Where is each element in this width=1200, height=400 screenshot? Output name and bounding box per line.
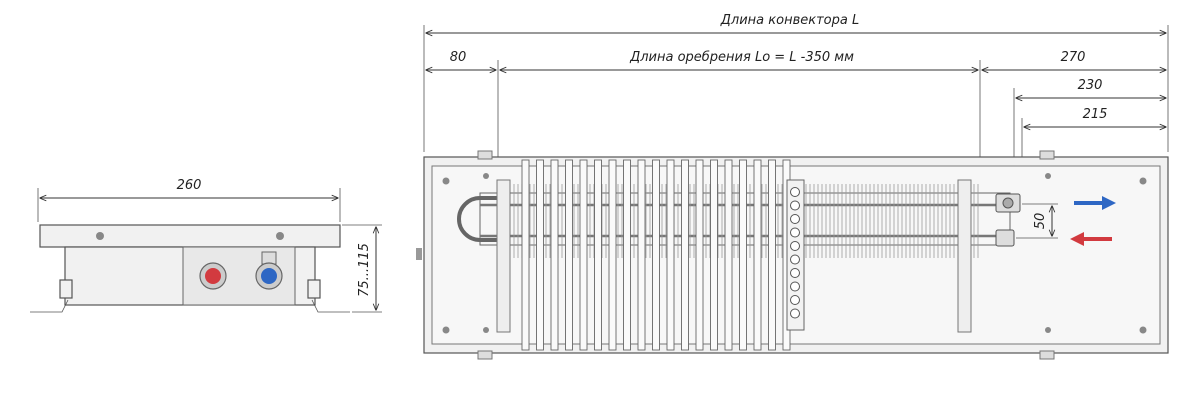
return-pipe-icon xyxy=(261,268,277,284)
grille-bar xyxy=(666,159,675,351)
return-valve xyxy=(995,229,1015,247)
support-plate-right xyxy=(957,179,972,333)
grille-bar xyxy=(521,159,530,351)
pipe-offset-1-label: 230 xyxy=(1078,78,1103,93)
bracket-hole xyxy=(790,227,800,238)
side-bracket-right xyxy=(307,279,321,299)
grille-bar xyxy=(550,159,559,351)
bracket-hole xyxy=(790,200,800,211)
grille-bars xyxy=(521,159,791,351)
grille-bar xyxy=(608,159,617,351)
side-foot-right xyxy=(311,299,350,313)
bracket-hole xyxy=(790,281,800,292)
u-bend-pipe xyxy=(457,196,500,242)
top-view: Длина конвектора L 80 Длина оребрения Lo… xyxy=(416,13,1169,360)
grille-bar xyxy=(536,159,544,351)
side-grille-plate xyxy=(39,224,341,248)
supply-pipe-icon xyxy=(205,268,221,284)
bracket-hole xyxy=(790,187,800,197)
grille-bar xyxy=(594,159,602,351)
center-bracket-holes xyxy=(790,187,800,319)
bracket-hole xyxy=(790,268,800,278)
grille-bar xyxy=(768,159,776,351)
frame-screws xyxy=(442,173,1147,334)
right-offset-label: 270 xyxy=(1061,50,1086,65)
side-view: 260 75...115 xyxy=(30,178,382,313)
side-bracket-left xyxy=(59,279,73,299)
grille-bar xyxy=(695,159,704,351)
side-foot-left xyxy=(30,299,69,313)
mounting-tabs xyxy=(477,150,1055,360)
grille-bar xyxy=(579,159,588,351)
grille-bar xyxy=(681,159,689,351)
bracket-hole xyxy=(790,214,800,224)
bracket-hole xyxy=(790,308,800,319)
grille-bar xyxy=(652,159,660,351)
pipe-spacing-label: 50 xyxy=(1033,213,1048,230)
bracket-hole xyxy=(790,295,800,305)
grille-bar xyxy=(637,159,646,351)
supply-valve-screw xyxy=(1002,197,1014,209)
total-length-label: Длина конвектора L xyxy=(720,13,859,28)
pipe-offset-2-label: 215 xyxy=(1083,107,1108,122)
side-height-label: 75...115 xyxy=(357,243,372,297)
side-screw-right xyxy=(276,232,284,240)
grille-bar xyxy=(710,159,718,351)
grille-bar xyxy=(753,159,762,351)
side-width-label: 260 xyxy=(177,178,202,193)
grille-bar xyxy=(623,159,631,351)
support-plate-left xyxy=(496,179,511,333)
grille-bar xyxy=(739,159,747,351)
bracket-hole xyxy=(790,254,800,265)
left-edge-connector xyxy=(416,248,422,260)
fin-length-label: Длина оребрения Lo = L -350 мм xyxy=(629,50,854,65)
supply-flow-arrow-icon xyxy=(1074,196,1116,210)
grille-bar xyxy=(724,159,733,351)
return-flow-arrow-icon xyxy=(1070,232,1112,246)
side-valve-stub xyxy=(261,251,277,265)
grille-bar xyxy=(565,159,573,351)
bracket-hole xyxy=(790,241,800,251)
side-screw-left xyxy=(96,232,104,240)
left-offset-label: 80 xyxy=(450,50,467,65)
